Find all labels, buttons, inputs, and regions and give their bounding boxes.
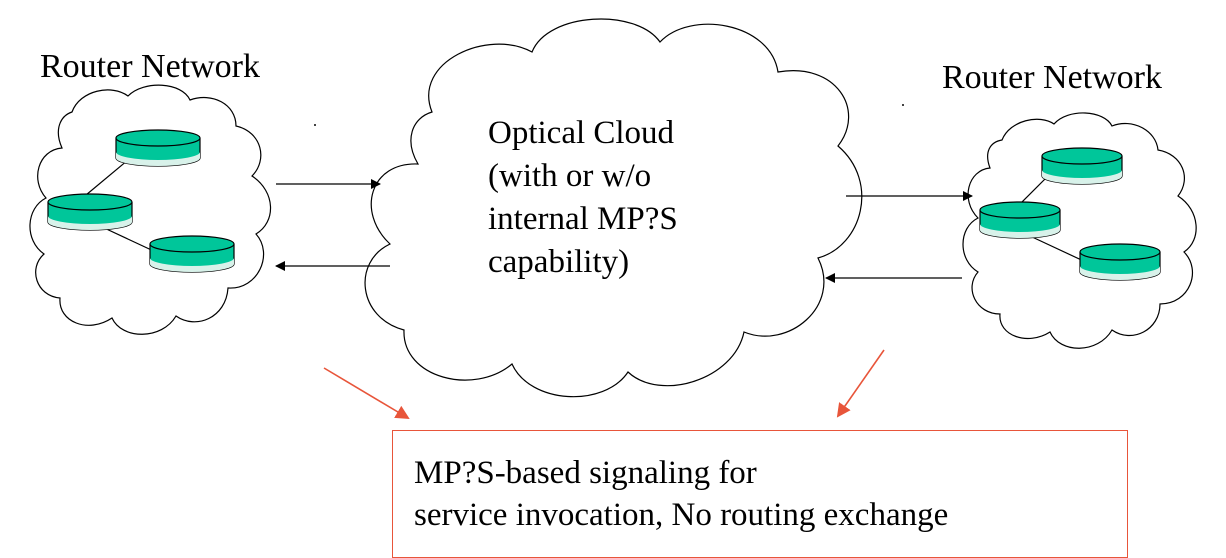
left-network-title: Router Network <box>40 48 261 85</box>
right-network-cloud-shape <box>962 112 1197 349</box>
optical-cloud-label: Optical Cloud (with or w/o internal MP?S… <box>488 112 678 284</box>
router-icon <box>1041 147 1123 185</box>
optical-cloud-line: (with or w/o <box>488 158 652 194</box>
router-icon <box>149 235 235 273</box>
optical-cloud-shape <box>364 18 863 398</box>
router-icon <box>979 201 1061 239</box>
speck <box>902 104 904 106</box>
router-icon <box>47 193 133 231</box>
callout-arrow-left <box>323 367 410 420</box>
callout-box <box>392 430 1128 558</box>
callout-line: MP?S-based signaling for <box>414 455 757 491</box>
callout-arrow-right <box>836 349 885 418</box>
optical-cloud-line: internal MP?S <box>488 201 678 237</box>
optical-cloud-line: capability) <box>488 244 630 280</box>
left-network-cloud-shape <box>29 84 272 335</box>
optical-cloud-line: Optical Cloud <box>488 115 675 151</box>
callout-line: service invocation, No routing exchange <box>414 497 949 533</box>
router-icon <box>1079 243 1161 281</box>
callout-text: MP?S-based signaling for service invocat… <box>414 452 948 536</box>
right-network-title: Router Network <box>942 59 1163 96</box>
speck <box>314 124 316 126</box>
router-icon <box>115 129 201 167</box>
